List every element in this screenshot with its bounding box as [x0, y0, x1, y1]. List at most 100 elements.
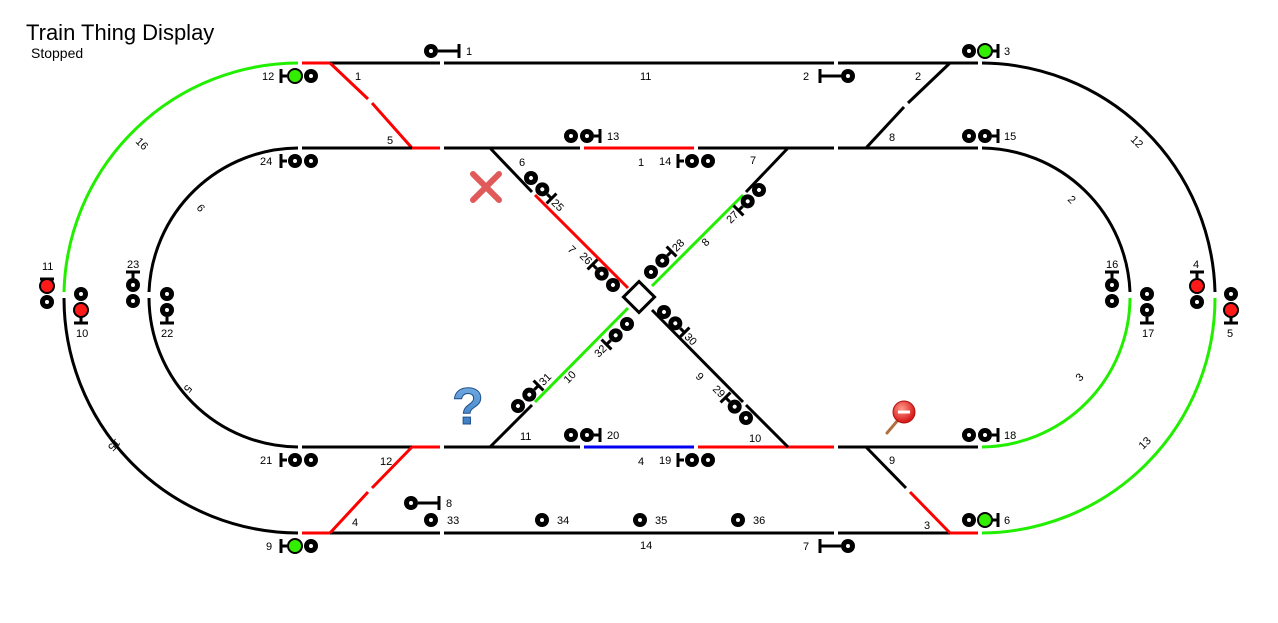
track-loop-12[interactable]: [981, 61, 1217, 293]
track-crossover-1[interactable]: [328, 61, 370, 101]
signal-2[interactable]: 2: [803, 69, 855, 83]
signal-label: 7: [803, 541, 809, 553]
track-diag-10[interactable]: [533, 306, 630, 404]
signal-13[interactable]: 13: [564, 129, 619, 143]
signal-label: 17: [1142, 328, 1154, 340]
signal-12[interactable]: 12: [262, 68, 318, 84]
track-diag-9[interactable]: [650, 308, 745, 404]
signal-label: 33: [447, 515, 459, 527]
signal-36[interactable]: 36: [731, 513, 765, 527]
signal-label: 1: [466, 46, 472, 58]
signal-label: 19: [659, 455, 671, 467]
signal-35[interactable]: 35: [633, 513, 667, 527]
signal-20[interactable]: 20: [564, 428, 619, 442]
signal-9[interactable]: 9: [266, 538, 318, 554]
signal-label: 8: [446, 498, 452, 510]
question-mark-icon[interactable]: ?: [452, 378, 485, 437]
segment-label: 8: [700, 236, 713, 249]
track-loop-13[interactable]: [981, 297, 1217, 535]
signal-17[interactable]: 17: [1140, 287, 1154, 340]
track-loop-2[interactable]: [981, 146, 1132, 293]
signal-31[interactable]: 31: [508, 370, 554, 416]
signal-label: 21: [260, 455, 272, 467]
signal-33[interactable]: 33: [424, 513, 459, 527]
segment-label: 7: [750, 155, 756, 167]
track-loop-5[interactable]: [147, 297, 299, 449]
segment-label: 2: [915, 71, 921, 83]
segment-label: 8: [889, 132, 895, 144]
signal-30[interactable]: 30: [654, 302, 700, 348]
track-loop-16[interactable]: [62, 61, 299, 293]
signal-22[interactable]: 22: [160, 287, 174, 340]
status-text: Stopped: [31, 45, 84, 61]
signal-25[interactable]: 25: [521, 168, 567, 214]
map-pin-minus-icon[interactable]: [885, 400, 916, 435]
signal-label: 12: [262, 71, 274, 83]
segment-label: 13: [1137, 435, 1154, 452]
signal-8[interactable]: 8: [404, 496, 452, 510]
track-crossover-3b[interactable]: [908, 490, 952, 535]
segment-label: 11: [640, 71, 651, 83]
signal-3[interactable]: 3: [962, 43, 1010, 59]
signal-10[interactable]: 10: [73, 287, 89, 340]
signal-21[interactable]: 21: [260, 453, 318, 467]
signal-label: 16: [1106, 259, 1118, 271]
diamond-crossing[interactable]: [621, 279, 657, 315]
signal-29[interactable]: 29: [710, 382, 756, 428]
segment-label: 12: [1128, 134, 1145, 151]
signal-label: 18: [1004, 430, 1016, 442]
track-crossover-3[interactable]: [864, 445, 908, 490]
signal-5[interactable]: 5: [1223, 287, 1239, 340]
close-x-icon[interactable]: [470, 171, 502, 203]
signal-14[interactable]: 14: [659, 154, 715, 168]
signal-label: 13: [607, 131, 619, 143]
segment-label: 1: [355, 71, 361, 83]
signal-7[interactable]: 7: [803, 539, 855, 553]
segment-label: 3: [1074, 371, 1087, 384]
signal-label: 3: [1004, 46, 1010, 58]
signal-4[interactable]: 4: [1189, 259, 1205, 309]
track-loop-3[interactable]: [981, 297, 1132, 449]
track-loop-15[interactable]: [62, 297, 299, 535]
signal-26[interactable]: 26: [577, 249, 623, 295]
signal-1[interactable]: 1: [424, 44, 472, 58]
app-title: Train Thing Display: [26, 20, 215, 45]
track-diag-9-bot[interactable]: [744, 403, 790, 449]
signal-11[interactable]: 11: [39, 261, 55, 309]
signal-18[interactable]: 18: [962, 428, 1016, 442]
track-crossover-2b[interactable]: [864, 105, 906, 150]
segment-label: 5: [387, 135, 393, 147]
signal-27[interactable]: 27: [723, 180, 769, 226]
segment-label: 3: [924, 520, 930, 532]
svg-text:?: ?: [452, 378, 484, 436]
track-crossover-1b[interactable]: [370, 102, 414, 149]
signal-23[interactable]: 23: [126, 259, 140, 308]
signal-19[interactable]: 19: [659, 453, 715, 467]
track-crossover-4b[interactable]: [370, 445, 414, 490]
segment-label: 9: [693, 371, 706, 384]
segment-label: 2: [1065, 194, 1078, 207]
signal-label: 24: [260, 156, 272, 168]
track-loop-6[interactable]: [147, 146, 299, 293]
signal-6[interactable]: 6: [962, 512, 1010, 528]
signal-label: 10: [76, 328, 88, 340]
signal-15[interactable]: 15: [962, 129, 1016, 143]
segment-label: 12: [380, 456, 392, 468]
track-diag-11[interactable]: [488, 403, 534, 449]
track-diag-8[interactable]: [650, 193, 745, 288]
signal-34[interactable]: 34: [535, 513, 569, 527]
signal-24[interactable]: 24: [260, 154, 318, 168]
track-diag-7[interactable]: [533, 193, 630, 290]
segment-label: 11: [520, 431, 531, 443]
signal-label: 36: [753, 515, 765, 527]
signal-32[interactable]: 32: [591, 314, 637, 360]
track-crossover-2[interactable]: [906, 61, 952, 105]
signal-label: 11: [42, 261, 53, 273]
segment-label: 1: [638, 157, 644, 169]
track-diag-8-top[interactable]: [744, 146, 790, 194]
signal-16[interactable]: 16: [1105, 259, 1119, 308]
track-crossover-4[interactable]: [328, 490, 370, 535]
track-diag-6[interactable]: [488, 146, 534, 194]
signal-28[interactable]: 28: [641, 236, 687, 282]
